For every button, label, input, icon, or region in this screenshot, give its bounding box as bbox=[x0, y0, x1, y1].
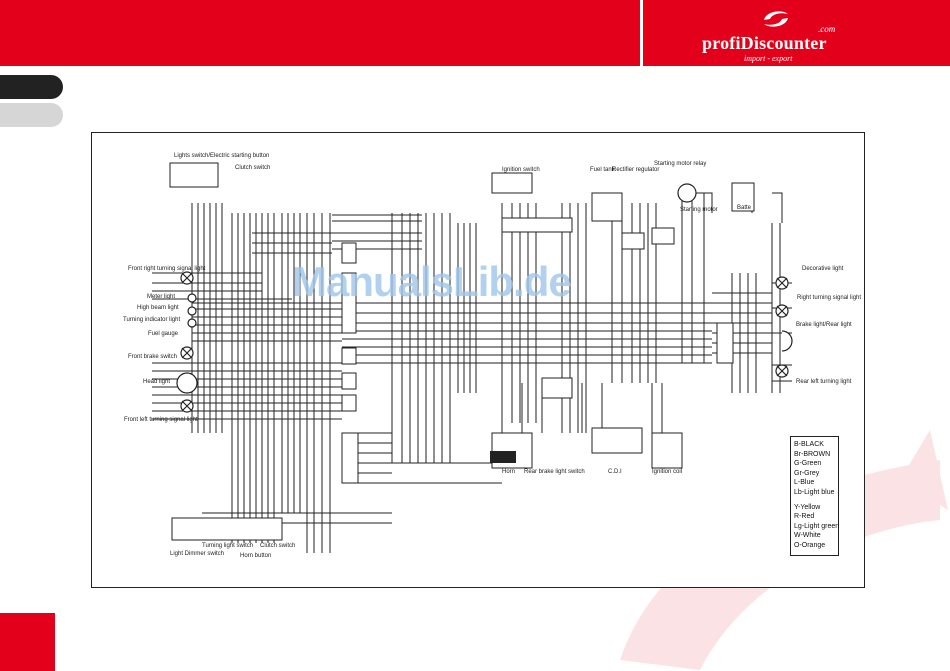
legend-entry: R-Red bbox=[794, 513, 815, 521]
label-light-dimmer: Light Dimmer switch bbox=[170, 551, 225, 557]
legend-entry: O-Orange bbox=[794, 541, 826, 549]
legend-entry: Br-BROWN bbox=[794, 450, 831, 458]
wiring-diagram: ManualsLib.de Lights switch/Electric sta… bbox=[91, 132, 865, 588]
label-rectifier: Rectifier regulator bbox=[612, 167, 660, 173]
logo-wordmark: profiDiscounter bbox=[702, 33, 827, 53]
swirl-icon bbox=[764, 11, 788, 27]
legend-entry: L-Blue bbox=[794, 479, 815, 487]
legend-entry: W-White bbox=[794, 532, 821, 540]
label-rear-left-turn: Rear left turning light bbox=[796, 379, 852, 385]
label-starting-motor: Starting motor bbox=[680, 207, 718, 213]
header-divider bbox=[640, 0, 643, 66]
label-ignition-coil: Ignition coil bbox=[652, 469, 683, 475]
legend-entry: B-BLACK bbox=[794, 441, 824, 448]
side-tab-light[interactable] bbox=[0, 103, 63, 127]
legend-entry: G-Green bbox=[794, 460, 822, 468]
brand-logo[interactable]: .com profiDiscounter import - export bbox=[700, 8, 850, 64]
label-turning-indicator: Turning indicator light bbox=[123, 317, 181, 323]
label-fuel-tank: Fuel tank bbox=[590, 167, 615, 173]
label-fuel-gauge: Fuel gauge bbox=[148, 331, 179, 337]
manualslib-watermark: ManualsLib.de bbox=[292, 258, 572, 305]
label-high-beam: High beam light bbox=[137, 305, 179, 311]
label-horn-button: Horn button bbox=[240, 553, 272, 559]
legend-entry: Gr-Grey bbox=[794, 469, 820, 477]
logo-tagline: import - export bbox=[744, 54, 793, 63]
label-right-turn: Right turning signal light bbox=[797, 295, 862, 301]
label-front-right-turn: Front right turning signal light bbox=[128, 266, 206, 272]
label-brake-rear-light: Brake light/Rear light bbox=[796, 322, 852, 328]
header-bar: .com profiDiscounter import - export bbox=[0, 0, 950, 66]
wiring-lines bbox=[152, 162, 793, 553]
label-rear-brake-starter: Rear brake light switch bbox=[524, 469, 585, 475]
footer-corner-block bbox=[0, 613, 55, 671]
label-battery: Batte bbox=[737, 205, 752, 211]
label-horn: Horn bbox=[502, 469, 516, 475]
label-cdi: C.D.I bbox=[608, 469, 622, 475]
label-starting-relay: Starting motor relay bbox=[654, 161, 707, 167]
side-tab-dark[interactable] bbox=[0, 75, 63, 99]
legend-entry: Y-Yellow bbox=[794, 503, 821, 511]
label-clutch-switch-bottom: Clutch switch bbox=[260, 543, 296, 549]
label-turning-light-switch: Turning light switch bbox=[202, 543, 254, 549]
label-front-brake-switch: Front brake switch bbox=[128, 354, 178, 360]
label-front-left-turn: Front left turning signal light bbox=[124, 417, 198, 423]
wire-color-legend: B-BLACK Br-BROWN G-Green Gr-Grey L-Blue … bbox=[790, 436, 839, 556]
label-ignition-switch: Ignition switch bbox=[502, 167, 540, 173]
label-clutch-switch-top: Clutch switch bbox=[235, 165, 271, 171]
label-meter-light: Meter light bbox=[147, 294, 176, 300]
logo-dotcom: .com bbox=[818, 24, 836, 34]
legend-entry: Lg-Light green bbox=[794, 522, 840, 530]
label-light-switch: Lights switch/Electric starting button bbox=[174, 153, 270, 159]
legend-entry: Lb-Light blue bbox=[794, 488, 835, 496]
label-head-light: Head light bbox=[143, 379, 171, 385]
label-decorative-light: Decorative light bbox=[802, 266, 844, 272]
